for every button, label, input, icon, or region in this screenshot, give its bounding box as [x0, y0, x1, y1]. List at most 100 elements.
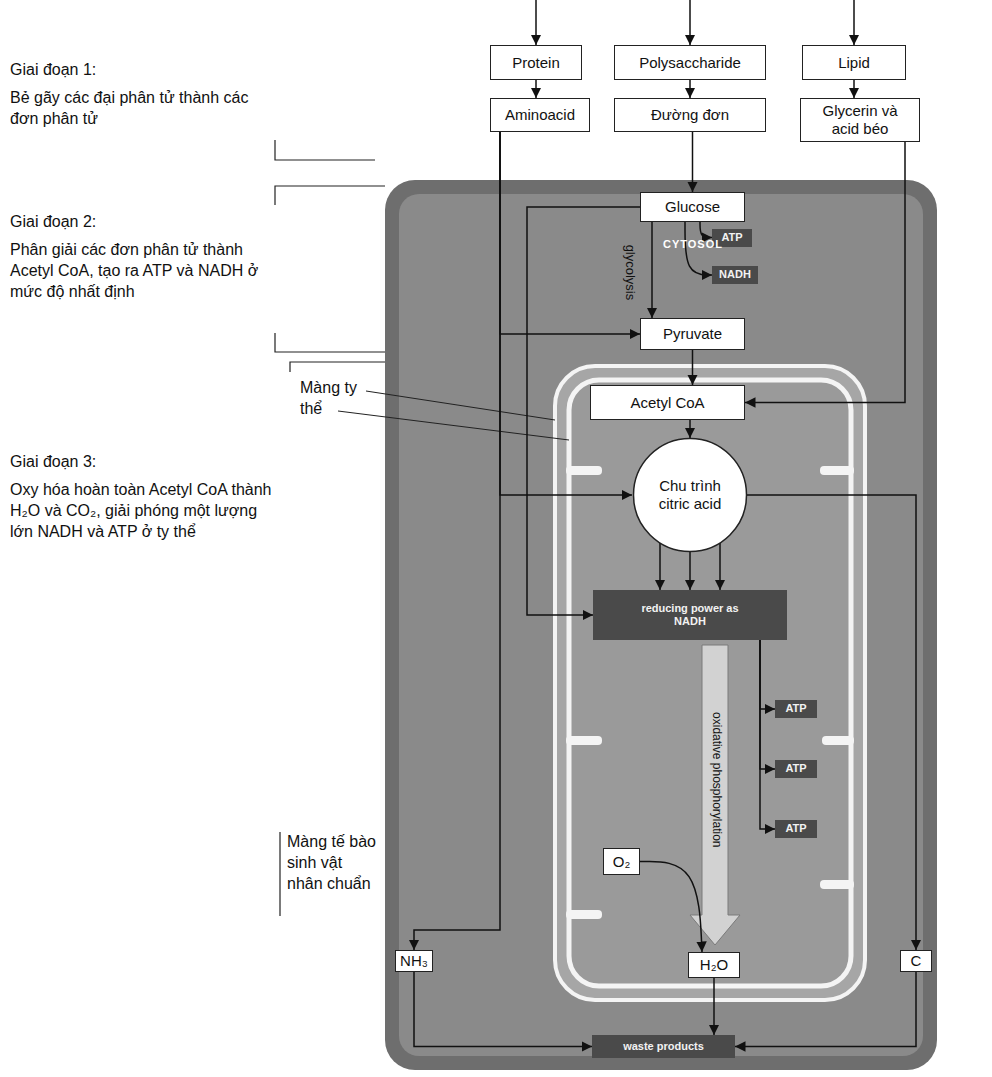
- membrane-bracket: [279, 832, 280, 916]
- flow-arrow: [640, 862, 702, 953]
- nadh-box: NADH: [712, 266, 758, 284]
- node-text: C: [911, 952, 922, 970]
- stage-heading-box: Giai đoạn 3:: [10, 452, 280, 473]
- crista: [820, 880, 854, 889]
- stage-bracket: [275, 333, 385, 352]
- input-arrow: [853, 0, 855, 45]
- pathway-name: oxidative phosphorylation: [709, 712, 723, 847]
- pathway-name-box: glycolysis: [621, 244, 638, 300]
- node-text: Glucose: [665, 198, 720, 216]
- flow-arrow: [535, 80, 537, 98]
- crista: [820, 466, 854, 475]
- flow-arrow: [500, 132, 640, 334]
- atp-box: ATP: [775, 700, 817, 718]
- stage-bracket: [290, 362, 385, 372]
- cell-region: CYTOSOL GlucoseATP NADH PyruvateAcetyl CoA C…: [385, 180, 937, 1070]
- stage-bracket: [275, 140, 375, 160]
- node-text: Lipid: [838, 54, 870, 72]
- node-text: NADH: [719, 268, 751, 281]
- node-text: waste products: [623, 1040, 704, 1053]
- molecule-box: Acetyl CoA: [590, 385, 745, 420]
- node-text: Acetyl CoA: [630, 394, 704, 412]
- molecule-box: Pyruvate: [640, 318, 745, 350]
- crista: [566, 466, 602, 475]
- stage-description-box: Phân giải các đơn phân tử thành Acetyl C…: [10, 240, 272, 302]
- node-text: ATP: [721, 231, 742, 244]
- node-text: O₂: [613, 853, 631, 871]
- membrane-label-box: Màng ty thể: [300, 378, 372, 420]
- cell-membrane: [385, 180, 937, 1070]
- flow-arrow: [713, 978, 715, 1035]
- node-text: Protein: [512, 54, 560, 72]
- node-text: Glycerin và acid béo: [812, 102, 908, 138]
- molecule-box: Glucose: [640, 192, 745, 222]
- macromolecule-box: Polysaccharide: [614, 45, 766, 80]
- node-text: Polysaccharide: [639, 54, 741, 72]
- input-arrow: [689, 0, 691, 45]
- monomer-box: Aminoacid: [490, 98, 590, 132]
- node-text: Đường đơn: [651, 106, 729, 124]
- input-arrow: [535, 0, 537, 45]
- crista: [822, 736, 854, 745]
- waste-box: waste products: [592, 1035, 735, 1058]
- flow-arrow: [651, 222, 653, 318]
- flow-arrow: [760, 640, 775, 769]
- product-box: C: [900, 950, 932, 972]
- atp-box: ATP: [775, 820, 817, 838]
- node-text: Chu trình citric acid: [648, 477, 732, 513]
- stage-heading-box: Giai đoạn 1:: [10, 60, 280, 81]
- leader-line: [338, 411, 569, 440]
- membrane-label-box: Màng tế bào sinh vật nhân chuẩn: [287, 832, 381, 894]
- node-text: ATP: [785, 762, 806, 775]
- nadh-pool-box: reducing power as NADH: [593, 590, 787, 640]
- monomer-box: Glycerin và acid béo: [800, 98, 920, 142]
- stage-heading-box: Giai đoạn 2:: [10, 212, 280, 233]
- node-text: Pyruvate: [663, 325, 722, 343]
- node-text: H₂O: [700, 956, 728, 974]
- flow-arrow: [760, 640, 775, 829]
- flow-arrow: [853, 80, 855, 98]
- stage-heading: Giai đoạn 3:: [10, 453, 96, 470]
- stage-description-box: Oxy hóa hoàn toàn Acetyl CoA thành H₂O v…: [10, 480, 272, 542]
- cycle-outline: [634, 439, 747, 552]
- molecule-box: O₂: [603, 848, 640, 875]
- node-text: Aminoacid: [505, 106, 575, 124]
- product-box: NH₃: [395, 950, 433, 972]
- node-text: NH₃: [400, 952, 428, 970]
- flow-arrow: [500, 132, 632, 495]
- mitochondrion-inner-membrane: [569, 380, 851, 986]
- cytosol: [399, 194, 923, 1056]
- flow-arrow: [689, 552, 691, 591]
- stage-heading: Giai đoạn 1:: [10, 61, 96, 78]
- atp-box: ATP: [775, 760, 817, 778]
- crista: [566, 910, 602, 919]
- flow-arrow: [692, 350, 694, 385]
- membrane-label: Màng ty thể: [300, 379, 357, 417]
- cycle-circle: Chu trình citric acid: [632, 437, 748, 553]
- flow-arrow: [747, 495, 916, 950]
- node-text: reducing power as NADH: [635, 602, 745, 628]
- flow-arrow: [414, 132, 500, 950]
- flow-arrow: [700, 222, 712, 238]
- flow-arrow: [735, 972, 916, 1047]
- stage-description: Oxy hóa hoàn toàn Acetyl CoA thành H₂O v…: [10, 481, 272, 540]
- pathway-name: glycolysis: [623, 244, 638, 300]
- flow-arrow: [414, 972, 592, 1047]
- monomer-box: Đường đơn: [614, 98, 766, 132]
- flow-arrow: [689, 420, 691, 438]
- macromolecule-box: Protein: [490, 45, 582, 80]
- stage-description-box: Bẻ gãy các đại phân tử thành các đơn phâ…: [10, 88, 272, 130]
- mitochondrion-outer-membrane: [555, 366, 865, 1000]
- flow-arrow: [692, 132, 694, 192]
- flow-arrow: [760, 640, 775, 709]
- membrane-label: Màng tế bào sinh vật nhân chuẩn: [287, 833, 376, 892]
- pathway-name-box: oxidative phosphorylation: [707, 712, 723, 847]
- stage-bracket: [275, 186, 385, 205]
- macromolecule-box: Lipid: [802, 45, 906, 80]
- node-text: CYTOSOL: [663, 238, 723, 251]
- flow-arrow: [719, 543, 721, 590]
- stage-description: Bẻ gãy các đại phân tử thành các đơn phâ…: [10, 89, 248, 127]
- product-box: H₂O: [688, 952, 740, 978]
- stage-heading: Giai đoạn 2:: [10, 213, 96, 230]
- node-text: ATP: [785, 822, 806, 835]
